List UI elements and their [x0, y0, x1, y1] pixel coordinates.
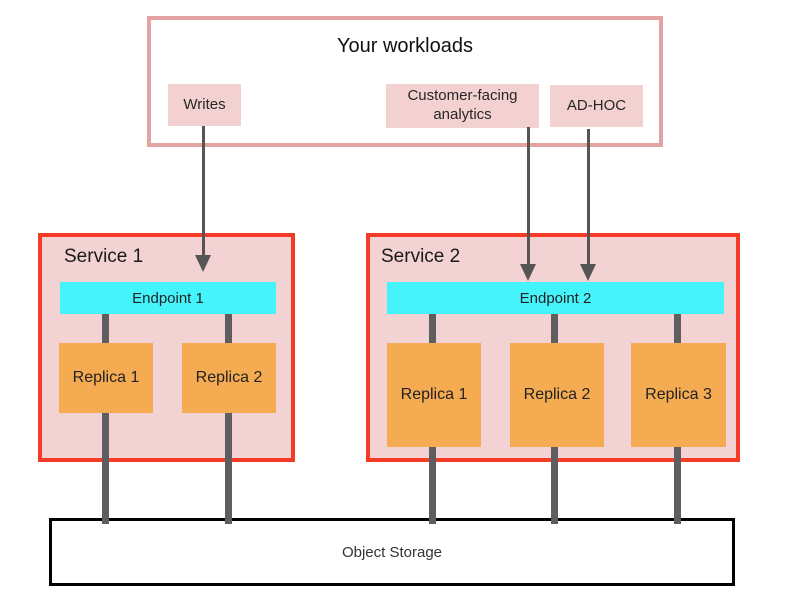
- workloads-title: Your workloads: [336, 35, 473, 57]
- service1-replica1-box: Replica 1: [59, 343, 153, 413]
- workload-chip-customer-facing-analytics: Customer-facing analytics: [386, 84, 539, 128]
- object-storage-label: Object Storage: [341, 543, 443, 561]
- service2-endpoint-bar: Endpoint 2: [387, 282, 724, 314]
- workload-chip-ad-hoc: AD-HOC: [550, 85, 643, 127]
- service2-replica3-box: Replica 3: [631, 343, 726, 447]
- service1-endpoint-bar: Endpoint 1: [60, 282, 276, 314]
- service2-replica2-box: Replica 2: [510, 343, 604, 447]
- service2-replica1-box: Replica 1: [387, 343, 481, 447]
- object-storage-box: Object Storage: [49, 518, 735, 586]
- workload-chip-writes: Writes: [168, 84, 241, 126]
- service2-title: Service 2: [381, 246, 461, 267]
- writes-to-service1-arrowhead-icon: [195, 255, 211, 272]
- adhoc-to-service2-arrow-line: [587, 129, 590, 265]
- service1-title: Service 1: [64, 246, 144, 267]
- adhoc-to-service2-arrowhead-icon: [580, 264, 596, 281]
- service1-replica2-box: Replica 2: [182, 343, 276, 413]
- analytics-to-service2-arrowhead-icon: [520, 264, 536, 281]
- analytics-to-service2-arrow-line: [527, 127, 530, 265]
- writes-to-service1-arrow-line: [202, 126, 205, 256]
